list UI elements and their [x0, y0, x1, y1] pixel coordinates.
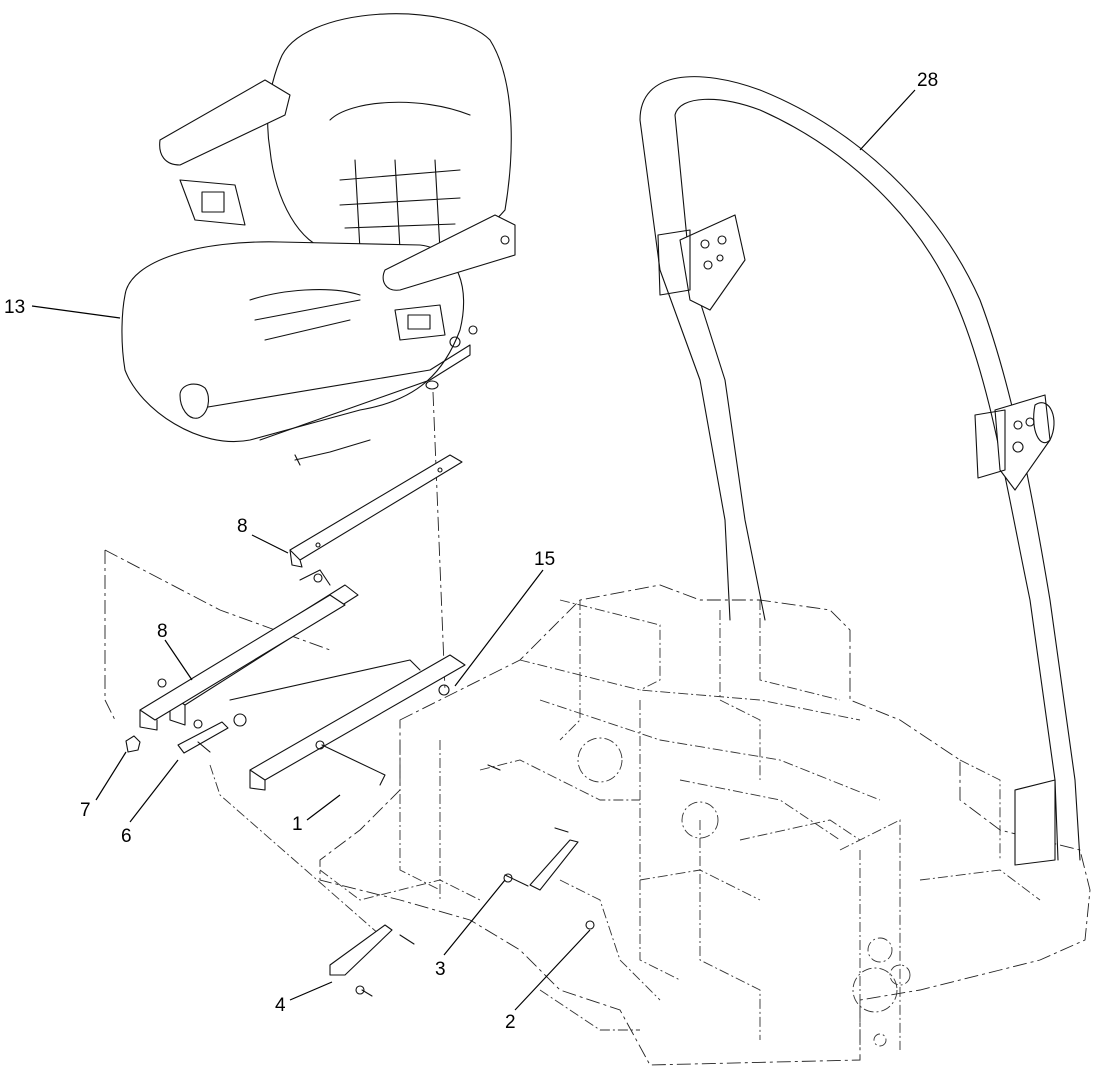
callout-numbers: 28 13 8 15 8 7 6 1 3 4 2 [4, 70, 938, 1033]
leader-8a [251, 534, 289, 554]
leader-7 [95, 751, 127, 801]
frame [319, 584, 1091, 1066]
callout-15: 15 [534, 549, 555, 570]
callout-28: 28 [917, 70, 938, 91]
leader-13 [31, 305, 121, 319]
leader-3 [443, 879, 506, 956]
seat-mount-bracket [104, 549, 466, 791]
callout-1: 1 [292, 814, 303, 835]
leader-2 [514, 929, 591, 1011]
callout-6: 6 [121, 826, 132, 847]
callout-2: 2 [505, 1012, 516, 1033]
callout-8-lower: 8 [157, 621, 168, 642]
leader-1 [306, 794, 341, 821]
leader-28 [859, 89, 916, 151]
callout-13: 13 [4, 297, 25, 318]
leader-4 [289, 981, 333, 1001]
seat-slide-rail-upper [289, 454, 463, 568]
callout-3: 3 [435, 959, 446, 980]
leader-15 [454, 569, 544, 687]
alignment-line [432, 391, 446, 691]
callout-8-upper: 8 [237, 516, 248, 537]
leader-6 [129, 759, 179, 823]
hardware [125, 719, 595, 997]
callout-7: 7 [80, 800, 91, 821]
callout-4: 4 [275, 995, 286, 1016]
roll-bar [639, 76, 1081, 866]
seat [121, 13, 516, 466]
leader-8b [164, 639, 193, 681]
leader-lines [31, 89, 916, 1011]
